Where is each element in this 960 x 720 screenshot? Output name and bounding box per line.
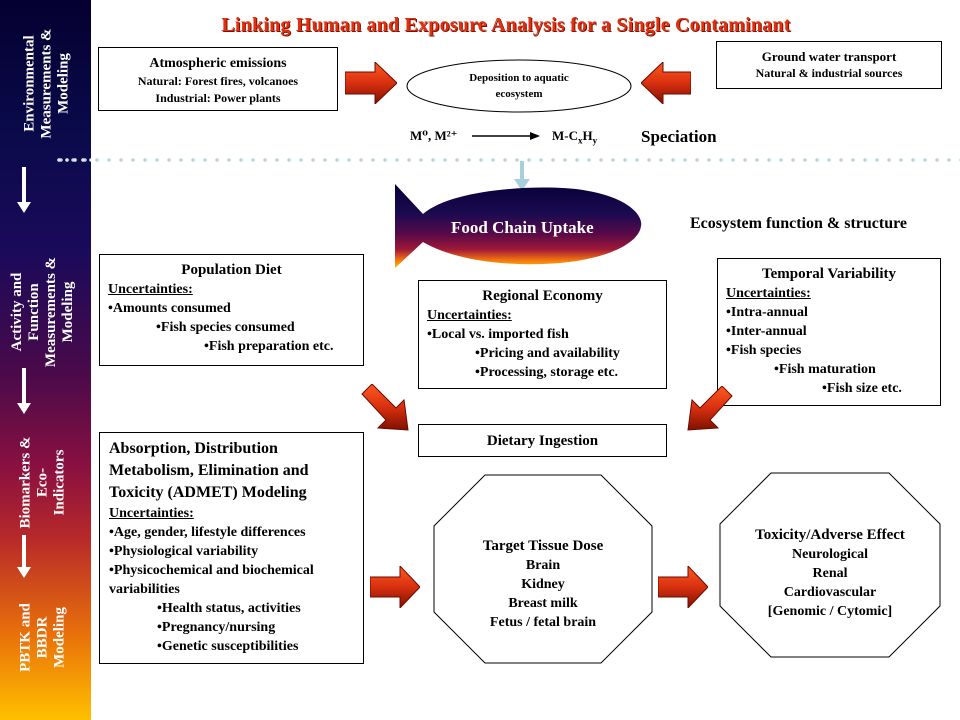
arrow-diet-to-ingestion	[361, 384, 409, 431]
speciation-label: Speciation	[641, 127, 717, 146]
arrow-temporal-to-ingestion	[687, 386, 733, 431]
toxicity-content: Toxicity/Adverse Effect Neurological Ren…	[719, 525, 941, 621]
stage-label-line: Indicators	[51, 449, 68, 516]
uncertainty-item: •Fish maturation	[774, 362, 876, 377]
target-tissue-title: Target Tissue Dose	[482, 538, 604, 554]
population-diet-box: Population Diet Uncertainties: •Amounts …	[99, 254, 364, 366]
stage-down-arrow-3	[17, 535, 31, 580]
groundwater-transport-box: Ground water transport Natural & industr…	[716, 41, 942, 89]
stage-label-line: Measurements &	[43, 256, 59, 368]
stage-label-line: BBDR	[34, 616, 51, 659]
target-tissue-item: Breast milk	[508, 596, 578, 611]
stage-label-line: Environmental	[21, 35, 38, 132]
admet-box: Absorption, Distribution Metabolism, Eli…	[99, 432, 364, 664]
toxicity-title: Toxicity/Adverse Effect	[755, 527, 905, 543]
uncertainty-item: •Fish species consumed	[156, 320, 295, 335]
atmospheric-emissions-title: Atmospheric emissions	[149, 56, 287, 71]
groundwater-title: Ground water transport	[761, 49, 897, 64]
target-tissue-item: Fetus / fetal brain	[489, 615, 597, 630]
uncertainty-item: •Amounts consumed	[108, 301, 231, 316]
deposition-ellipse	[406, 59, 632, 113]
deposition-label: Deposition to aquatic ecosystem	[405, 70, 633, 102]
stage-sidebar: Environmental Measurements & Modeling Ac…	[0, 0, 91, 720]
stage-label-line: PBTK and	[17, 603, 34, 672]
uncertainty-item: •Age, gender, lifestyle differences	[109, 525, 306, 540]
uncertainty-item: variabilities	[109, 582, 180, 597]
admet-title-line: Metabolism, Elimination and	[109, 462, 309, 479]
stage-down-arrow-2	[17, 368, 31, 416]
food-chain-fish-icon	[395, 184, 642, 268]
admet-title-line: Toxicity (ADMET) Modeling	[109, 484, 307, 501]
regional-economy-box: Regional Economy Uncertainties: •Local v…	[418, 280, 667, 389]
ecosystem-label: Ecosystem function & structure	[690, 215, 908, 232]
uncertainty-item: •Physicochemical and biochemical	[109, 563, 314, 578]
stage-label-line: Eco-	[34, 467, 51, 498]
speciation-to-part: H	[582, 128, 593, 143]
uncertainty-item: •Pricing and availability	[475, 346, 620, 361]
stage-label-line: Modeling	[51, 607, 68, 668]
speciation-from: M⁰, M²⁺	[410, 128, 458, 143]
uncertainties-label: Uncertainties:	[726, 286, 811, 301]
section-divider-dotted-sidebar	[55, 158, 91, 162]
toxicity-item: Cardiovascular	[783, 585, 877, 600]
arrow-target-tissue-to-toxicity	[658, 566, 708, 608]
atmospheric-emissions-line: Natural: Forest fires, volcanoes	[137, 74, 299, 88]
toxicity-octagon	[719, 472, 941, 658]
regional-economy-title: Regional Economy	[482, 288, 603, 304]
stage-label-line: Biomarkers &	[17, 436, 34, 529]
target-tissue-item: Kidney	[521, 577, 565, 592]
atmospheric-emissions-box: Atmospheric emissions Natural: Forest fi…	[98, 47, 338, 111]
arrow-atmospheric-to-deposition	[345, 62, 397, 104]
uncertainty-item: •Physiological variability	[109, 544, 259, 559]
arrow-groundwater-to-deposition	[641, 62, 691, 104]
target-tissue-octagon	[433, 474, 653, 664]
stage-label-biomarkers: Biomarkers & Eco- Indicators	[18, 413, 69, 553]
toxicity-item: Neurological	[792, 547, 868, 562]
uncertainty-item: •Fish size etc.	[822, 381, 902, 396]
uncertainty-item: •Fish species	[726, 343, 802, 358]
diagram-title: Linking Human and Exposure Analysis for …	[221, 14, 791, 36]
uncertainty-item: •Processing, storage etc.	[475, 365, 619, 380]
temporal-variability-title: Temporal Variability	[761, 266, 897, 282]
arrow-admet-to-target-tissue	[370, 566, 420, 608]
speciation-arrow	[472, 132, 540, 140]
uncertainty-item: •Fish preparation etc.	[204, 339, 334, 354]
speciation-to: M-CxHy	[552, 128, 597, 146]
toxicity-item: [Genomic / Cytomic]	[767, 604, 893, 619]
stage-label-line: Modeling	[55, 53, 72, 114]
speciation-to-part: M-C	[552, 128, 578, 143]
target-tissue-item: Brain	[525, 558, 561, 573]
toxicity-item: Renal	[812, 566, 848, 581]
deposition-line: Deposition to aquatic	[469, 72, 569, 84]
uncertainties-label: Uncertainties:	[109, 506, 194, 521]
uncertainty-item: •Local vs. imported fish	[427, 327, 569, 342]
section-divider-dotted	[55, 158, 960, 162]
stage-label-pbtk: PBTK and BBDR Modeling	[18, 573, 69, 703]
dietary-ingestion-title: Dietary Ingestion	[486, 433, 599, 449]
deposition-line: ecosystem	[495, 88, 543, 100]
atmospheric-emissions-line: Industrial: Power plants	[155, 91, 281, 105]
food-chain-label: Food Chain Uptake	[451, 218, 594, 237]
temporal-variability-box: Temporal Variability Uncertainties: •Int…	[717, 258, 941, 406]
admet-title-line: Absorption, Distribution	[109, 440, 278, 457]
arrow-down-to-food-chain	[514, 161, 530, 191]
uncertainty-item: •Inter-annual	[726, 324, 807, 339]
population-diet-title: Population Diet	[181, 262, 282, 278]
target-tissue-content: Target Tissue Dose Brain Kidney Breast m…	[433, 536, 653, 632]
speciation-to-part: y	[592, 135, 598, 146]
stage-label-line: Modeling	[60, 281, 76, 343]
stage-label-environmental: Environmental Measurements & Modeling	[22, 9, 73, 159]
stage-label-line: Measurements &	[38, 28, 55, 139]
speciation-to-part: x	[578, 135, 583, 146]
uncertainty-item: •Intra-annual	[726, 305, 808, 320]
uncertainties-label: Uncertainties:	[108, 282, 193, 297]
dietary-ingestion-box: Dietary Ingestion	[418, 424, 667, 457]
uncertainty-item: •Health status, activities	[157, 601, 301, 616]
uncertainty-item: •Genetic susceptibilities	[157, 639, 299, 654]
groundwater-line: Natural & industrial sources	[755, 66, 903, 80]
stage-down-arrow-1	[17, 167, 31, 215]
uncertainty-item: •Pregnancy/nursing	[157, 620, 276, 635]
uncertainties-label: Uncertainties:	[427, 308, 512, 323]
